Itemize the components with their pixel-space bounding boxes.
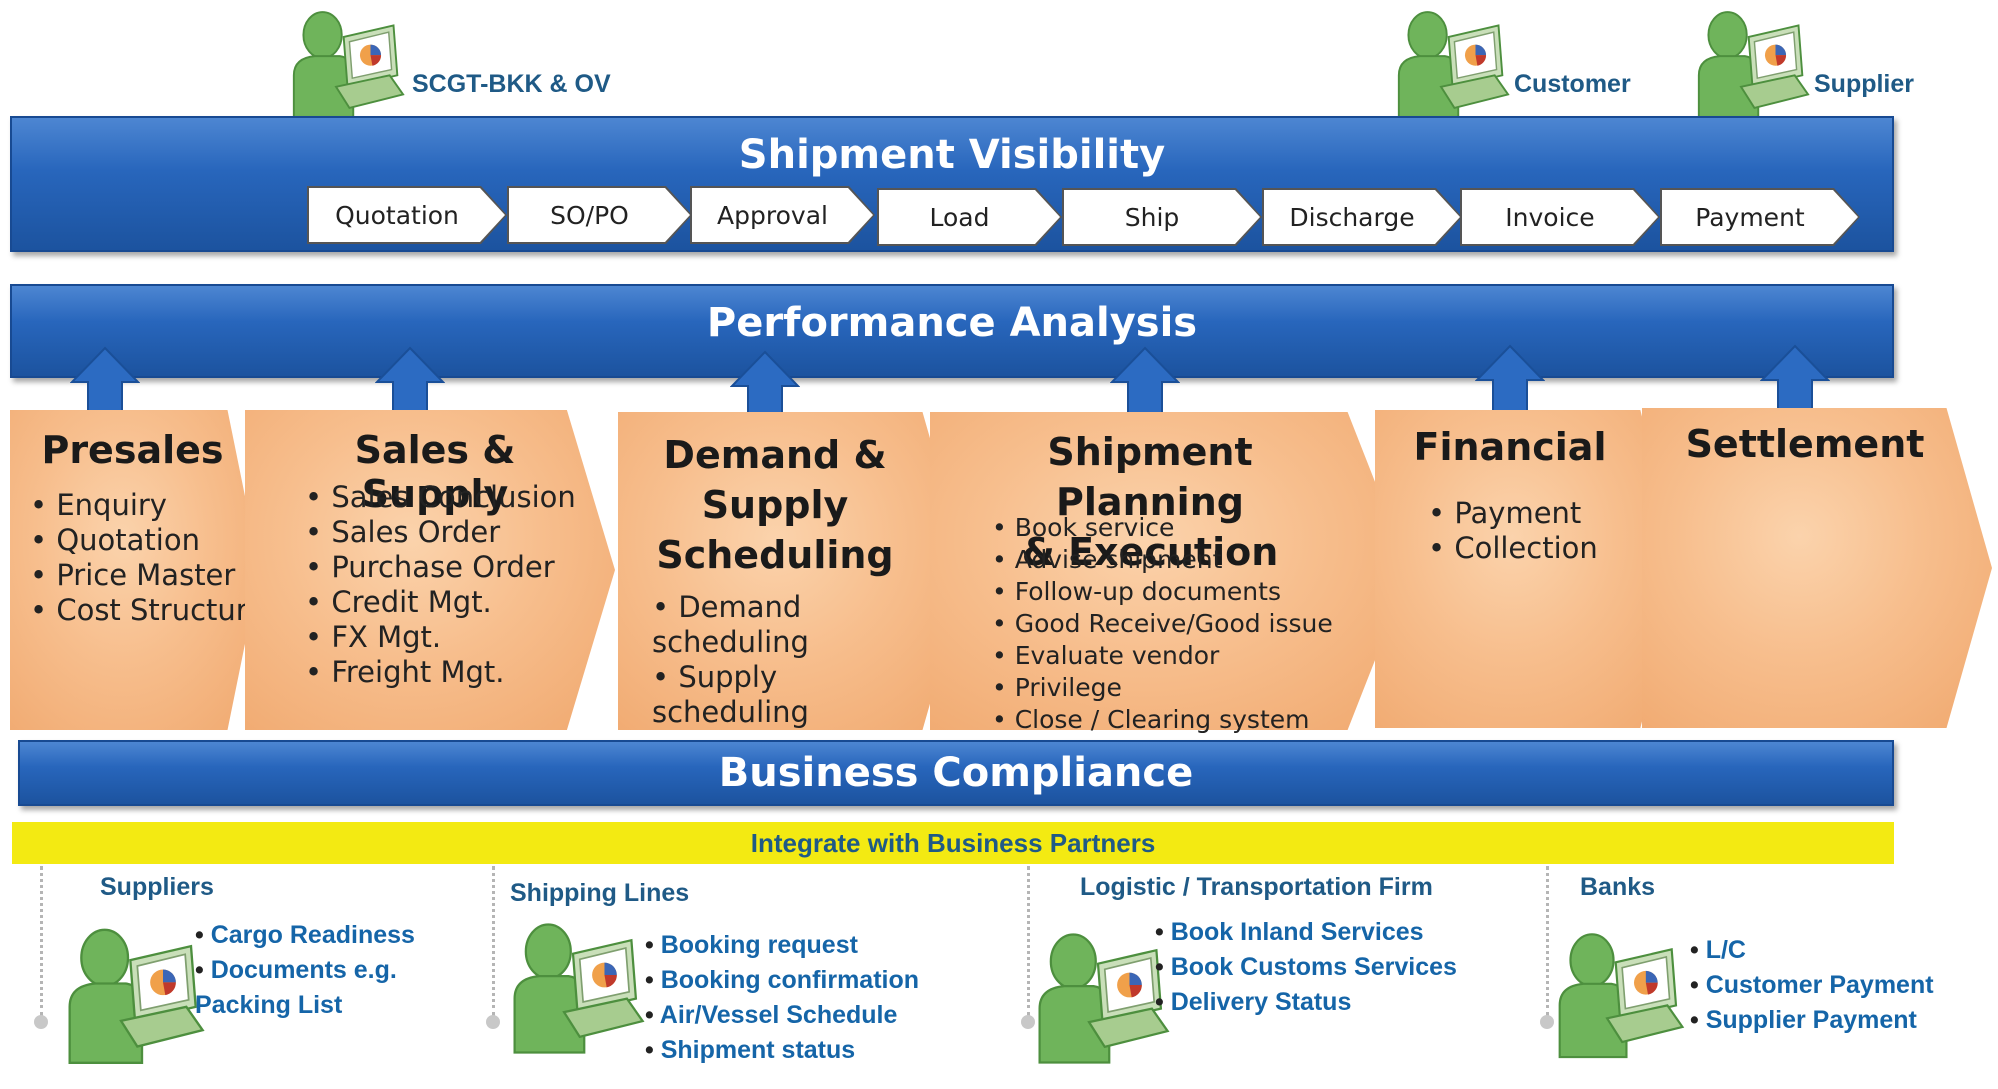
supplier-label: Supplier: [1814, 70, 1915, 98]
up-arrow-icon: [1110, 346, 1180, 418]
list-item: • Cost Structure: [30, 593, 265, 627]
up-arrow-icon: [730, 350, 800, 422]
stage-financial: [1375, 410, 1680, 728]
supplier-user-icon: [1695, 8, 1810, 133]
shipping-lines-user-icon: [510, 920, 645, 1066]
suppliers-user-icon: [65, 925, 205, 1077]
scgt-user-icon: [290, 8, 405, 133]
performance-analysis-bar: Performance Analysis: [10, 284, 1894, 378]
list-item: • L/C: [1690, 936, 1746, 964]
step-discharge: Discharge: [1262, 188, 1462, 246]
connector-line: [40, 866, 43, 1016]
list-item: • Demand: [652, 590, 802, 624]
logistic-user-icon: [1035, 930, 1170, 1076]
connector-dot: [34, 1015, 48, 1029]
stage-presales: [10, 410, 260, 730]
list-item: • Payment: [1428, 496, 1582, 530]
stage-shipment-planning: [930, 412, 1410, 730]
step-payment: Payment: [1660, 188, 1860, 246]
step-load: Load: [877, 188, 1062, 246]
stage-sales-supply: [245, 410, 615, 730]
list-item: • Shipment status: [645, 1036, 856, 1064]
list-item: • Good Receive/Good issue: [992, 609, 1333, 638]
shipment-visibility-title: Shipment Visibility: [738, 132, 1166, 178]
list-item: • Delivery Status: [1155, 988, 1352, 1016]
step-invoice: Invoice: [1460, 188, 1660, 246]
list-item: • Cargo Readiness: [195, 921, 415, 949]
list-item: • FX Mgt.: [305, 620, 442, 654]
stage-demand-supply-title: Demand & Supply Scheduling: [656, 433, 894, 577]
up-arrow-icon: [70, 346, 140, 418]
partner-shipping-lines-title: Shipping Lines: [510, 879, 690, 907]
partner-suppliers-list: • Cargo Readiness • Documents e.g. Packi…: [195, 918, 415, 1023]
step-so-po: SO/PO: [507, 186, 692, 244]
stage-presales-title: Presales: [41, 428, 224, 472]
up-arrow-icon: [1760, 344, 1830, 416]
connector-dot: [1021, 1015, 1035, 1029]
performance-analysis-title: Performance Analysis: [706, 300, 1198, 346]
list-item: • Evaluate vendor: [992, 641, 1220, 670]
partner-banks-title: Banks: [1580, 873, 1656, 901]
stage-financial-title: Financial: [1413, 425, 1607, 469]
stage-settlement-title: Settlement: [1685, 422, 1925, 466]
stage-sales-supply-title: Sales & Supply: [354, 428, 516, 516]
step-quotation: Quotation: [307, 186, 507, 244]
list-item: scheduling: [652, 695, 809, 729]
scgt-label: SCGT-BKK & OV: [412, 70, 611, 98]
up-arrow-icon: [375, 346, 445, 418]
business-compliance-bar: Business Compliance: [18, 740, 1894, 806]
list-item: • Enquiry: [30, 488, 167, 522]
stage-demand-supply-list: • Demand scheduling • Supply scheduling: [652, 590, 809, 730]
customer-user-icon: [1395, 8, 1510, 133]
partner-suppliers-title: Suppliers: [100, 873, 214, 901]
step-approval: Approval: [690, 186, 875, 244]
connector-dot: [486, 1015, 500, 1029]
list-item: • Credit Mgt.: [305, 585, 492, 619]
integrate-banner: Integrate with Business Partners: [12, 822, 1894, 864]
list-item: • Book Customs Services: [1155, 953, 1457, 981]
list-item: • Follow-up documents: [992, 577, 1281, 606]
stage-shipment-planning-title: Shipment Planning & Execution: [1021, 430, 1279, 574]
list-item: • Freight Mgt.: [305, 655, 505, 689]
list-item: • Sales Order: [305, 515, 501, 549]
list-item: scheduling: [652, 625, 809, 659]
partner-logistic-list: • Book Inland Services • Book Customs Se…: [1155, 915, 1457, 1020]
list-item: • Collection: [1428, 531, 1598, 565]
customer-label: Customer: [1514, 70, 1631, 98]
stage-presales-list: • Enquiry • Quotation • Price Master • C…: [30, 488, 265, 628]
list-item: • Book Inland Services: [1155, 918, 1424, 946]
connector-dot: [1540, 1015, 1554, 1029]
list-item: • Privilege: [992, 673, 1122, 702]
up-arrow-icon: [1475, 344, 1545, 416]
list-item: • Supply: [652, 660, 778, 694]
list-item: • Quotation: [30, 523, 200, 557]
stage-shipment-planning-list: • Book service • Advise shipment • Follo…: [992, 512, 1333, 736]
list-item: • Documents e.g.: [195, 956, 397, 984]
connector-line: [1546, 866, 1549, 1016]
list-item: • Supplier Payment: [1690, 1006, 1917, 1034]
stage-sales-supply-list: • Sales Conclusion • Sales Order • Purch…: [305, 480, 576, 690]
list-item: • Book service: [992, 513, 1175, 542]
business-compliance-title: Business Compliance: [718, 750, 1194, 796]
connector-line: [1027, 866, 1030, 1016]
stage-demand-supply: [618, 412, 968, 730]
partner-shipping-lines-list: • Booking request • Booking confirmation…: [645, 928, 919, 1068]
list-item: • Price Master: [30, 558, 236, 592]
partner-banks-list: • L/C • Customer Payment • Supplier Paym…: [1690, 933, 1934, 1038]
list-item: • Close / Clearing system: [992, 705, 1310, 734]
step-ship: Ship: [1062, 188, 1262, 246]
list-item: • Booking confirmation: [645, 966, 920, 994]
list-item: • Sales Conclusion: [305, 480, 576, 514]
stage-settlement: [1642, 408, 1992, 728]
stage-financial-list: • Payment • Collection: [1428, 496, 1598, 566]
list-item: • Purchase Order: [305, 550, 555, 584]
list-item: • Booking request: [645, 931, 858, 959]
list-item: • Air/Vessel Schedule: [645, 1001, 898, 1029]
list-item: • Customer Payment: [1690, 971, 1934, 999]
partner-logistic-title: Logistic / Transportation Firm: [1080, 873, 1433, 901]
banks-user-icon: [1555, 930, 1685, 1070]
list-item: • Advise shipment: [992, 545, 1223, 574]
list-item: Packing List: [195, 991, 343, 1019]
connector-line: [492, 866, 495, 1016]
